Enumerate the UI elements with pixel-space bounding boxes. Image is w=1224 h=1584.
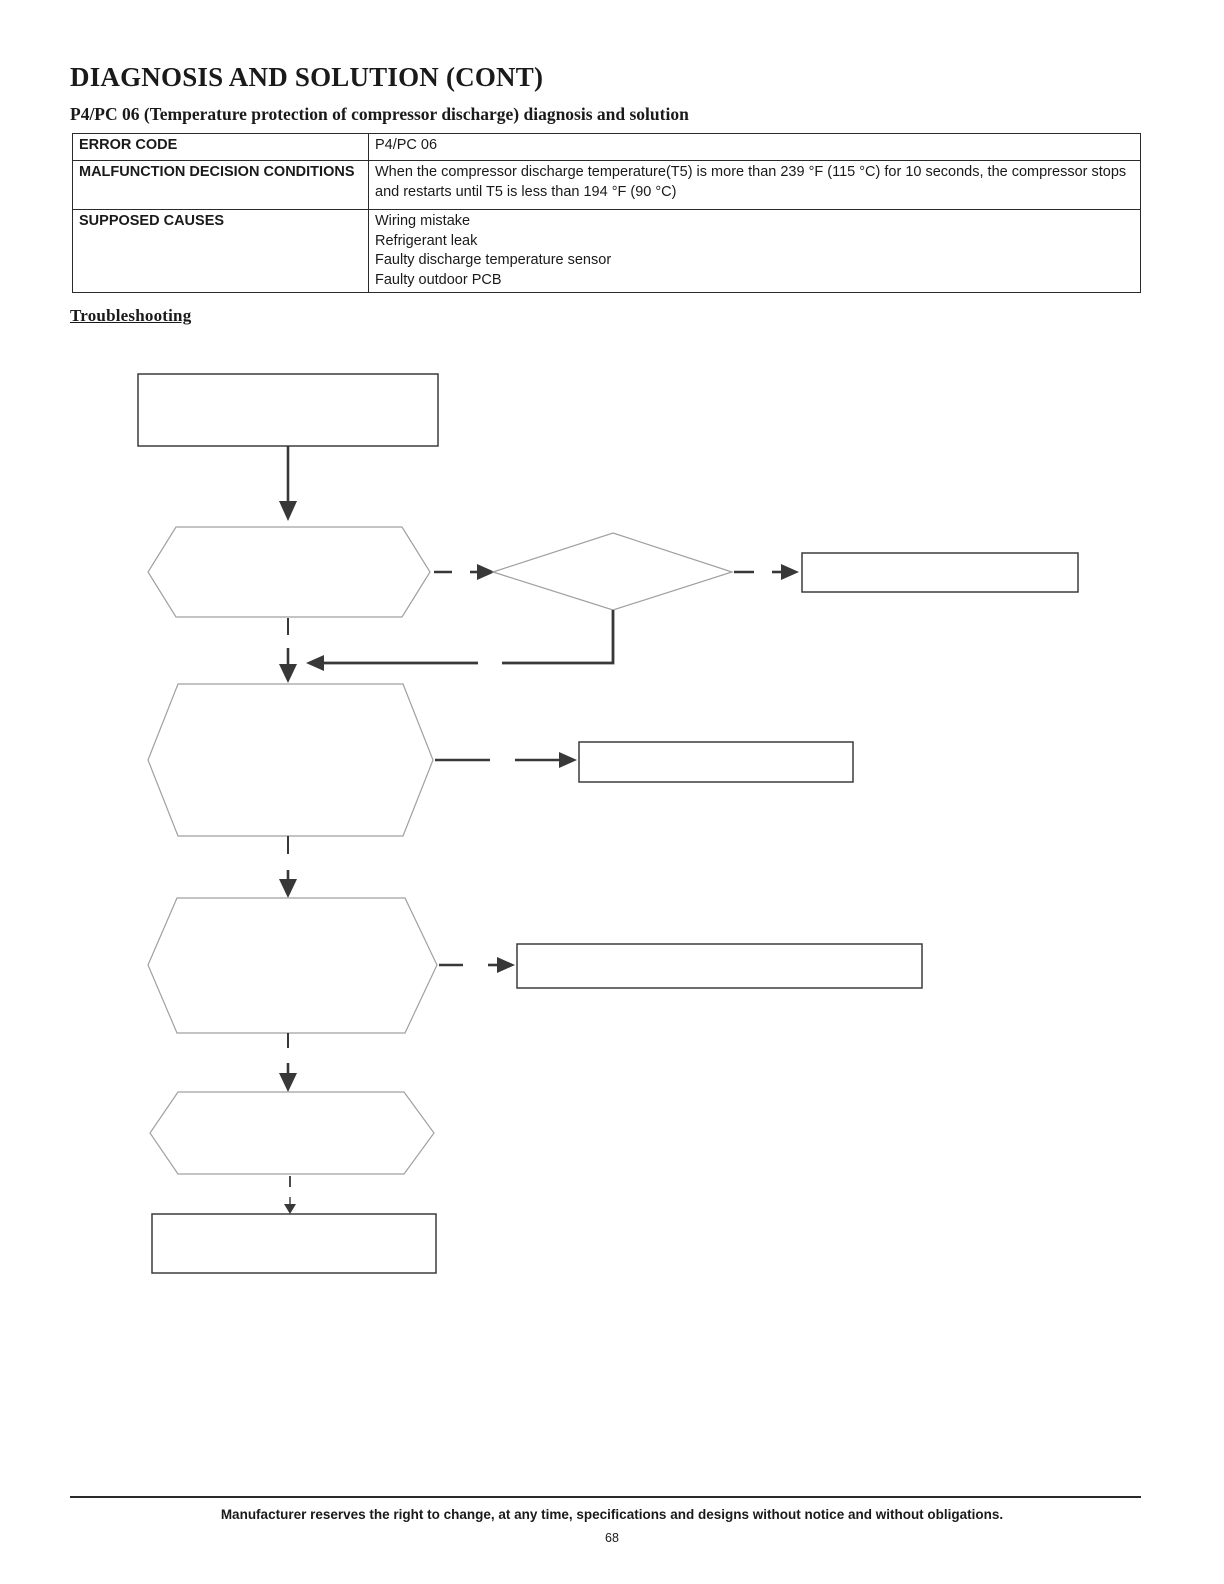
table-row: MALFUNCTION DECISION CONDITIONS When the… [72, 160, 1141, 210]
arrowhead-right-icon [497, 957, 515, 973]
arrowhead-right-icon [781, 564, 799, 580]
malfunction-conditions-label: MALFUNCTION DECISION CONDITIONS [72, 160, 369, 210]
cause-line: Faulty discharge temperature sensor [375, 252, 612, 268]
error-code-table: ERROR CODE P4/PC 06 MALFUNCTION DECISION… [72, 133, 1141, 293]
troubleshooting-heading: Troubleshooting [70, 306, 192, 325]
arrowhead-down-icon [279, 1073, 297, 1092]
flow-action-box-1 [801, 552, 1079, 593]
flow-check-hexagon-3 [147, 897, 438, 1034]
arrowhead-right-icon [477, 564, 495, 580]
page-number: 68 [605, 1531, 619, 1545]
table-row: ERROR CODE P4/PC 06 [72, 133, 1141, 161]
flow-decision-diamond [491, 532, 734, 611]
supposed-causes-label: SUPPOSED CAUSES [72, 209, 369, 293]
error-code-value: P4/PC 06 [368, 133, 1141, 161]
malfunction-conditions-value: When the compressor discharge temperatur… [368, 160, 1141, 210]
table-row: SUPPOSED CAUSES Wiring mistake Refrigera… [72, 209, 1141, 293]
supposed-causes-value: Wiring mistake Refrigerant leak Faulty d… [368, 209, 1141, 293]
footer-note: Manufacturer reserves the right to chang… [220, 1507, 1004, 1522]
arrowhead-left-icon [306, 655, 324, 671]
arrowhead-down-icon [284, 1204, 296, 1214]
arrowhead-down-icon [279, 879, 297, 898]
page-title: DIAGNOSIS AND SOLUTION (CONT) [70, 62, 544, 92]
cause-line: Faulty outdoor PCB [375, 271, 502, 288]
flow-action-box-3 [516, 943, 923, 989]
flow-check-hexagon-4 [149, 1091, 435, 1175]
page-subtitle: P4/PC 06 (Temperature protection of comp… [70, 104, 689, 124]
footer-divider [70, 1496, 1141, 1498]
cause-line: Wiring mistake [375, 213, 471, 229]
error-code-label: ERROR CODE [72, 133, 369, 161]
arrowhead-right-icon [559, 752, 577, 768]
flow-check-hexagon-1 [147, 526, 431, 618]
flow-start-box [137, 373, 439, 447]
flow-check-hexagon-2 [147, 683, 434, 837]
connector-elbow [502, 610, 615, 665]
troubleshooting-flowchart [137, 373, 1079, 1274]
flow-end-box [151, 1213, 437, 1274]
arrowhead-down-icon [279, 664, 297, 683]
cause-line: Refrigerant leak [375, 232, 478, 249]
arrowhead-down-icon [279, 501, 297, 521]
flow-action-box-2 [578, 741, 854, 783]
